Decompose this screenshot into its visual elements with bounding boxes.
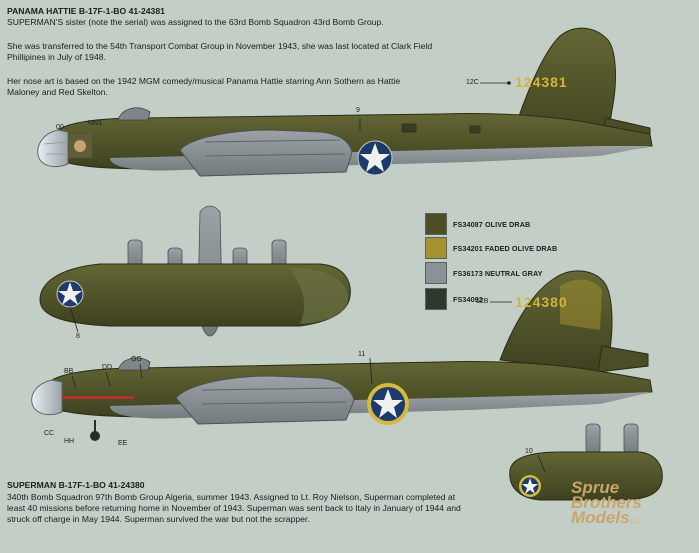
description-line-1: SUPERMAN'S sister (note the serial) was … — [7, 17, 384, 27]
serial-number-top: 124381 — [515, 74, 568, 90]
callout-bb: BB — [64, 368, 74, 375]
swatch-label: FS36173 NEUTRAL GRAY — [453, 268, 543, 278]
swatch-label: FS34087 OLIVE DRAB — [453, 219, 531, 229]
swatch-fs34092 — [425, 288, 447, 310]
watermark-line-3: Models — [571, 508, 630, 527]
swatch-label: FS34092 — [453, 294, 483, 304]
callout-hh: HH — [64, 438, 75, 445]
description-line-3: Her nose art is based on the 1942 MGM co… — [7, 76, 401, 97]
swatch-label: FS34201 FADED OLIVE DRAB — [453, 243, 558, 253]
callout-ee: EE — [118, 440, 128, 447]
side-profile-bottom — [31, 270, 653, 441]
callout-9: 9 — [356, 107, 360, 114]
callout-12b: 12B — [476, 298, 489, 305]
callout-cc: CC — [44, 430, 55, 437]
superman-description: 340th Bomb Squadron 97th Bomb Group Alge… — [7, 492, 461, 524]
callout-8: 8 — [76, 333, 80, 340]
color-legend-item-olive-drab: FS34087 OLIVE DRAB — [425, 213, 530, 235]
side-profile-top — [37, 27, 653, 177]
profile-title-superman: SUPERMAN B-17F-1-BO 41-24380 — [7, 480, 145, 490]
tail-plan-view — [509, 423, 663, 501]
callout-12c: 12C — [466, 79, 479, 86]
color-legend-item-faded-olive-drab: FS34201 FADED OLIVE DRAB — [425, 237, 557, 259]
profile-title-panama-hattie: PANAMA HATTIE B-17F-1-BO 41-24381 — [7, 6, 165, 16]
watermark-logo: Sprue Brothers ModelsLLC — [571, 478, 691, 529]
watermark-line-2: Brothers — [571, 493, 642, 512]
watermark-line-1: Sprue — [571, 478, 620, 497]
color-legend-item-fs34092: FS34092 — [425, 288, 483, 310]
callout-gg: GG — [131, 356, 142, 363]
swatch-olive-drab — [425, 213, 447, 235]
color-legend-item-neutral-gray: FS36173 NEUTRAL GRAY — [425, 262, 542, 284]
description-line-2: She was transferred to the 54th Transpor… — [7, 41, 433, 62]
callout-10: 10 — [525, 448, 533, 455]
wing-plan-view — [39, 205, 351, 337]
serial-number-bottom: 124380 — [515, 294, 568, 310]
watermark-suffix: LLC — [629, 518, 644, 525]
swatch-neutral-gray — [425, 262, 447, 284]
callout-00: 00 — [56, 124, 64, 131]
callout-dd: DD — [102, 364, 113, 371]
callout-11: 11 — [358, 351, 366, 358]
callout-nn1: NN1 — [88, 120, 103, 127]
swatch-faded-olive-drab — [425, 237, 447, 259]
